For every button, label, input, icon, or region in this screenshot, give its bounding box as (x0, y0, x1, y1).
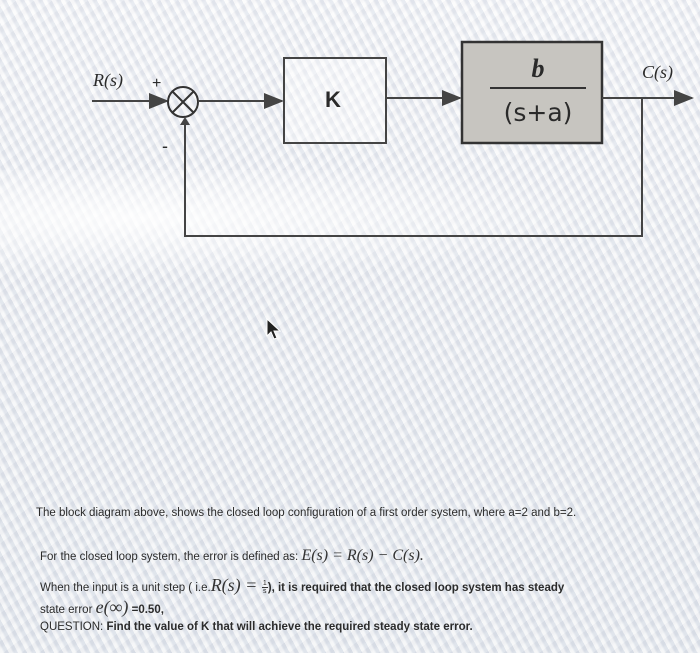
output-label: C(s) (642, 62, 673, 83)
plant-numerator: b (532, 54, 545, 83)
fraction-denominator: s (263, 588, 267, 596)
steady-state-text: state error (40, 604, 96, 616)
question-text: Find the value of K that will achieve th… (106, 621, 473, 633)
mouse-pointer-icon (266, 318, 282, 340)
requirement-text: ), it is required that the closed loop s… (267, 582, 565, 594)
plus-sign: + (152, 75, 161, 92)
input-condition: When the input is a unit step ( i.e.R(s)… (40, 574, 564, 597)
input-condition-text: When the input is a unit step ( i.e. (40, 582, 211, 594)
error-definition: For the closed loop system, the error is… (40, 546, 424, 567)
summing-junction (167, 86, 199, 118)
error-definition-text: For the closed loop system, the error is… (40, 551, 302, 563)
problem-description: The block diagram above, shows the close… (36, 507, 577, 519)
screen-glare (0, 170, 700, 290)
steady-state-error-symbol: e(∞) (95, 597, 129, 617)
steady-state-error-value: =0.50, (128, 604, 164, 616)
gain-block (283, 57, 387, 144)
step-input-equation: R(s) = (210, 575, 262, 595)
block-diagram: K b (s+a) R(s) + - C(s) (92, 40, 694, 237)
question-prefix: QUESTION: (40, 621, 107, 633)
plant-block (460, 40, 604, 145)
input-label: R(s) (92, 70, 123, 91)
question-line: QUESTION: Find the value of K that will … (40, 620, 473, 635)
steady-state-requirement: state error e(∞) =0.50, (40, 596, 164, 619)
error-equation: E(s) = R(s) − C(s). (301, 547, 424, 564)
plant-denominator: (s+a) (504, 98, 573, 127)
feedback-path (184, 98, 643, 237)
feedback-arrow (180, 117, 190, 125)
minus-sign: - (162, 136, 168, 156)
fraction-numerator: 1 (261, 580, 268, 589)
gain-block-label: K (325, 87, 341, 112)
